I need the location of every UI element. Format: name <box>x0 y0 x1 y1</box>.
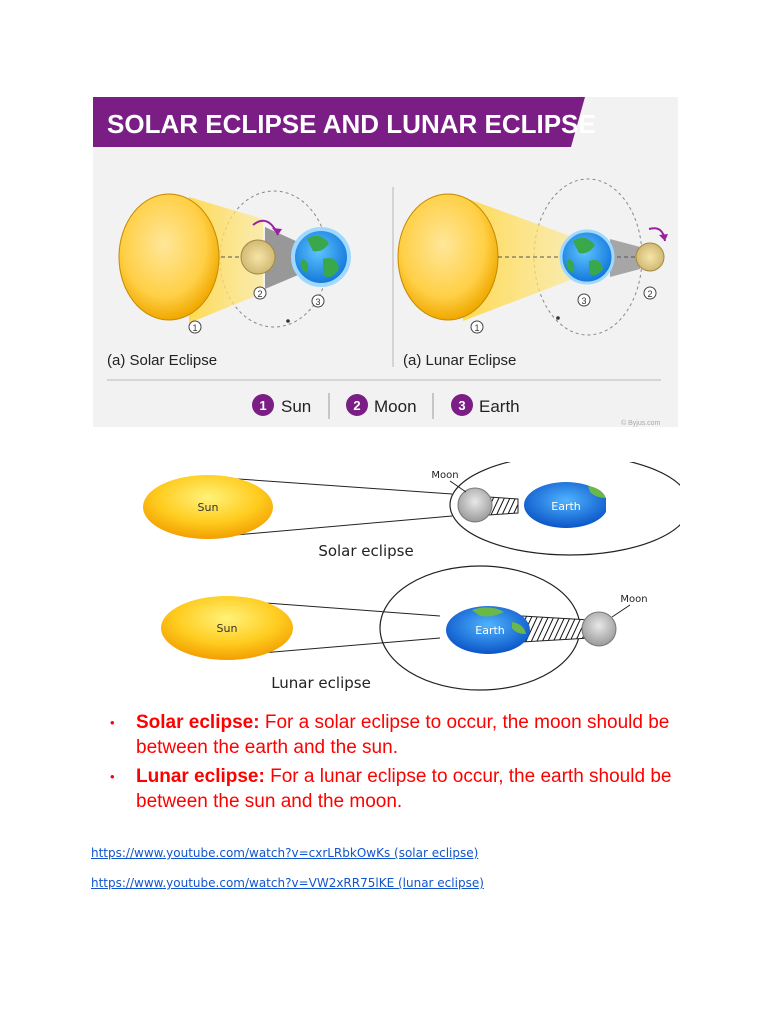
moon-body <box>240 239 276 275</box>
bullet-term: Solar eclipse: <box>136 712 260 733</box>
solar-eclipse-simple: Sun Moon Earth Solar eclipse <box>143 462 680 560</box>
lunar-eclipse-caption: Lunar eclipse <box>271 674 371 692</box>
panel-b-caption: (a) Lunar Eclipse <box>403 352 516 369</box>
moon-body <box>635 242 665 272</box>
moon-label: Moon <box>431 470 458 481</box>
moon-body <box>581 611 617 647</box>
legend-num-1: 1 <box>259 398 266 413</box>
legend: 1 Sun 2 Moon 3 Earth <box>252 393 520 419</box>
youtube-link-lunar-eclipse[interactable]: https://www.youtube.com/watch?v=VW2xRR75… <box>91 876 484 890</box>
panel-a-caption: (a) Solar Eclipse <box>107 352 217 369</box>
sun-label: Sun <box>198 501 219 514</box>
list-item: • Lunar eclipse: For a lunar eclipse to … <box>110 764 710 814</box>
legend-label-moon: Moon <box>374 397 417 416</box>
eclipse-definitions-list: • Solar eclipse: For a solar eclipse to … <box>110 710 710 818</box>
list-item: • Solar eclipse: For a solar eclipse to … <box>110 710 710 760</box>
sun-body <box>161 596 293 660</box>
sun-label: Sun <box>217 622 238 635</box>
solar-eclipse-panel: 1 2 3 (a) Solar Eclipse <box>107 190 351 369</box>
legend-num-3: 3 <box>458 398 465 413</box>
legend-circle-3 <box>451 394 473 416</box>
sun-body <box>143 475 273 539</box>
youtube-link-solar-eclipse[interactable]: https://www.youtube.com/watch?v=cxrLRbkO… <box>91 846 479 860</box>
moon-body <box>457 487 493 523</box>
legend-num-2: 2 <box>353 398 360 413</box>
title-banner <box>93 97 585 147</box>
bullet-icon: • <box>110 715 115 730</box>
marker-1-b: 1 <box>474 323 479 333</box>
legend-circle-2 <box>346 394 368 416</box>
marker-3-a: 3 <box>315 297 320 307</box>
marker-2-a: 2 <box>257 289 262 299</box>
marker-3-b: 3 <box>581 296 586 306</box>
legend-label-earth: Earth <box>479 397 520 416</box>
eclipse-diagram-labeled: SOLAR ECLIPSE AND LUNAR ECLIPSE 1 2 3 (a… <box>93 97 678 427</box>
earth-label: Earth <box>551 500 581 513</box>
marker-2-b: 2 <box>647 289 652 299</box>
bullet-icon: • <box>110 769 115 784</box>
earth-body <box>524 482 608 528</box>
bullet-term: Lunar eclipse: <box>136 766 265 787</box>
marker-1-a: 1 <box>192 323 197 333</box>
legend-circle-1 <box>252 394 274 416</box>
sun-body <box>397 193 499 321</box>
lunar-eclipse-panel: 1 2 3 (a) Lunar Eclipse <box>397 178 668 369</box>
earth-label: Earth <box>475 624 505 637</box>
bullet-text: For a solar eclipse to occur, the moon s… <box>136 712 670 758</box>
eclipse-diagram-simple: Sun Moon Earth Solar eclipse Sun Earth M… <box>143 462 680 692</box>
solar-eclipse-caption: Solar eclipse <box>318 542 413 560</box>
lunar-eclipse-simple: Sun Earth Moon Lunar eclipse <box>161 565 648 692</box>
sun-body <box>118 193 220 321</box>
earth-body <box>446 606 530 654</box>
figure1-title: SOLAR ECLIPSE AND LUNAR ECLIPSE <box>107 109 596 139</box>
legend-label-sun: Sun <box>281 397 311 416</box>
bullet-text: For a lunar eclipse to occur, the earth … <box>136 766 672 812</box>
watermark: © Byjus.com <box>621 419 661 427</box>
moon-label: Moon <box>620 594 647 605</box>
